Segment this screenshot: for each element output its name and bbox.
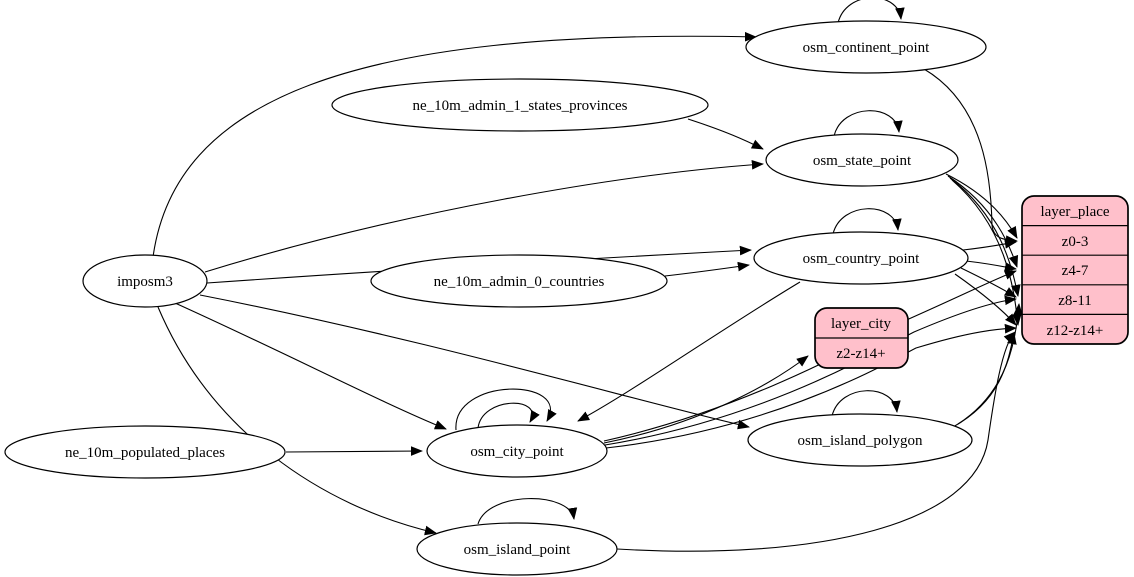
node-osm-island-polygon-label: osm_island_polygon	[797, 433, 923, 449]
edge-osm-country-point-to-z4-7	[965, 260, 1017, 272]
node-osm-island-polygon: osm_island_polygon	[747, 413, 973, 467]
edge-osm-state-point-to-z8-11	[949, 177, 1021, 297]
node-ne-10m-admin-0-countries: ne_10m_admin_0_countries	[370, 254, 668, 308]
edge-imposm3-to-osm-state-point	[204, 159, 764, 273]
edge-osm-island-point-to-z12-z14	[616, 331, 1016, 552]
layer-city-row-z2-z14: z2-z14+	[836, 346, 885, 362]
edge-osm-country-point-to-osm-city-point	[577, 281, 801, 422]
edge-imposm3-to-osm-island-point	[157, 306, 437, 536]
edge-osm-country-point-to-z0-3	[962, 239, 1017, 251]
node-osm-continent-point: osm_continent_point	[745, 20, 987, 74]
node-osm-state-point: osm_state_point	[765, 133, 959, 187]
edge-osm-island-polygon-to-z8-11	[957, 303, 1023, 425]
layer-city-title: layer_city	[831, 316, 891, 332]
node-ne-10m-populated-places: ne_10m_populated_places	[4, 425, 286, 479]
node-osm-island-point: osm_island_point	[416, 522, 618, 576]
record-layer-place: layer_place z0-3 z4-7 z8-11 z12-z14+	[1021, 195, 1129, 345]
edge-osm-country-point-to-z8-11	[960, 267, 1017, 298]
edge-imposm3-to-osm-island-polygon	[199, 294, 750, 430]
edge-osm-state-point-to-z0-3	[945, 173, 1018, 239]
node-ne-10m-admin-0-countries-label: ne_10m_admin_0_countries	[434, 274, 605, 290]
layer-place-row-z4-7: z4-7	[1062, 263, 1089, 279]
layer-place-row-z0-3: z0-3	[1062, 234, 1089, 250]
self-loop-osm-city-point-outer	[455, 388, 557, 431]
edge-osm-continent-point-to-z0-3	[923, 68, 1018, 246]
layer-place-title: layer_place	[1040, 204, 1109, 220]
self-loop-osm-country-point	[832, 208, 902, 235]
edge-osm-island-polygon-to-z12-z14	[952, 332, 1017, 428]
edge-imposm3-to-osm-continent-point	[152, 31, 757, 258]
node-ne-10m-admin-1-states-provinces: ne_10m_admin_1_states_provinces	[331, 78, 709, 132]
node-imposm3-label: imposm3	[117, 274, 173, 290]
edge-osm-state-point-to-z4-7	[947, 175, 1019, 268]
node-osm-country-point-label: osm_country_point	[803, 251, 920, 267]
layer-place-row-z12-z14: z12-z14+	[1047, 323, 1104, 339]
node-osm-country-point: osm_country_point	[753, 231, 969, 285]
self-loop-osm-state-point	[833, 110, 903, 137]
self-loop-osm-island-polygon	[831, 390, 901, 417]
edge-imposm3-to-osm-city-point	[174, 302, 447, 430]
node-osm-continent-point-label: osm_continent_point	[803, 40, 930, 56]
layer-place-row-z8-11: z8-11	[1058, 293, 1092, 309]
node-imposm3: imposm3	[82, 254, 208, 308]
edge-osm-city-point-to-z4-7	[603, 270, 1017, 442]
node-osm-city-point: osm_city_point	[426, 424, 608, 478]
node-ne-10m-admin-1-states-provinces-label: ne_10m_admin_1_states_provinces	[413, 98, 628, 114]
edge-ne-populated-to-osm-city-point	[285, 446, 423, 456]
node-osm-city-point-label: osm_city_point	[470, 444, 564, 460]
edge-ne-states-to-osm-state-point	[687, 118, 764, 150]
self-loop-osm-island-point	[477, 498, 578, 525]
node-ne-10m-populated-places-label: ne_10m_populated_places	[65, 445, 225, 461]
self-loop-osm-continent-point	[837, 0, 905, 24]
record-layer-city: layer_city z2-z14+	[814, 307, 909, 369]
node-osm-state-point-label: osm_state_point	[813, 153, 912, 169]
node-osm-island-point-label: osm_island_point	[464, 542, 572, 558]
self-loop-osm-city-point-inner	[477, 402, 540, 429]
edge-osm-country-point-to-z12-z14	[954, 273, 1017, 326]
edge-ne-countries-to-osm-country-point	[664, 261, 750, 277]
